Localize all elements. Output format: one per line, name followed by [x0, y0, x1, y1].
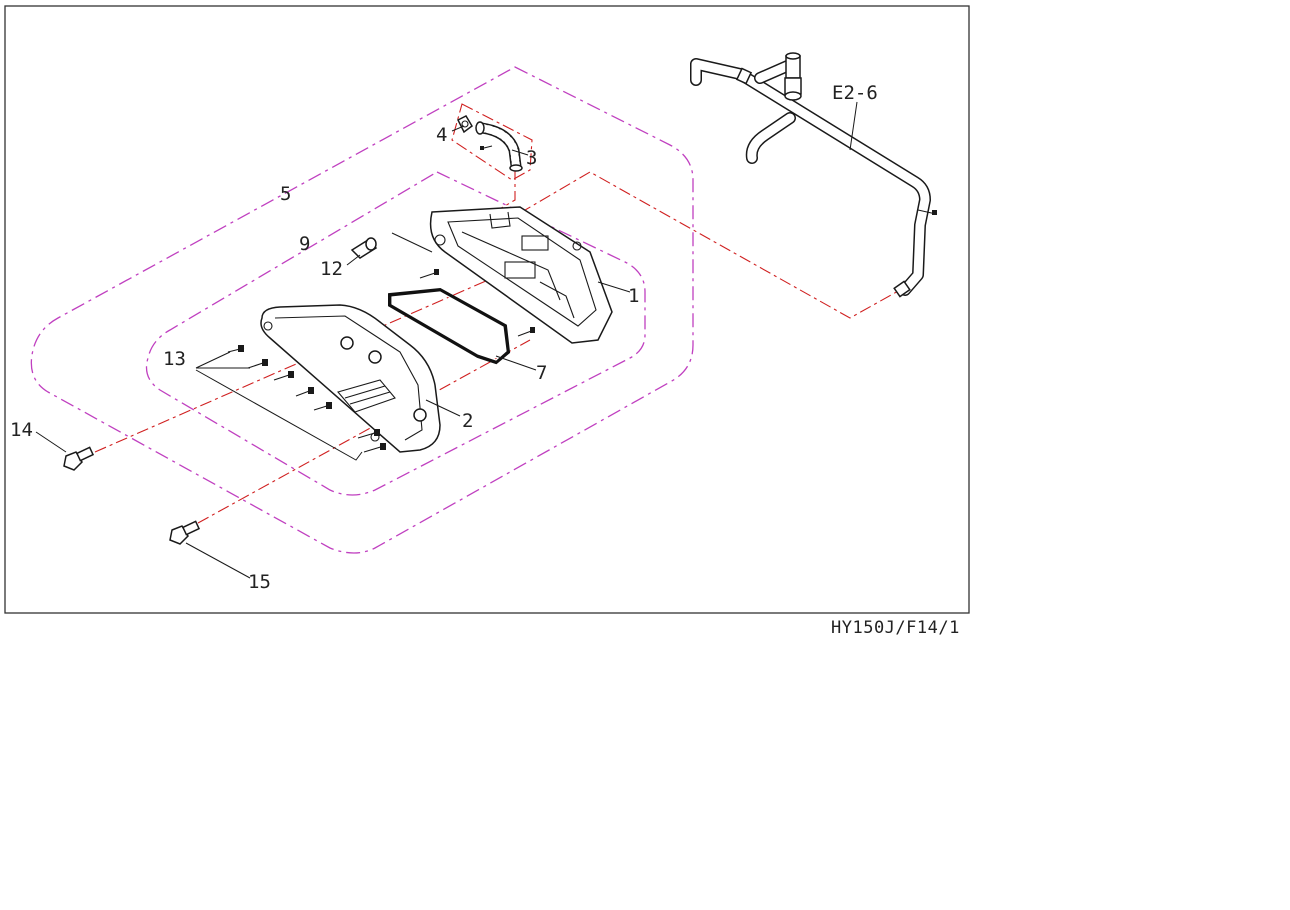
callout-5: 5 [280, 183, 291, 205]
assembly-axis-e2-6 [519, 171, 901, 319]
clip-group-outline [451, 103, 533, 181]
callout-9: 9 [299, 233, 310, 255]
seal-ring [388, 287, 511, 365]
assembly-axis-15 [197, 339, 531, 524]
callout-7: 7 [536, 362, 547, 384]
callout-12: 12 [320, 258, 343, 280]
callout-1: 1 [628, 285, 639, 307]
hose-clip [456, 115, 493, 150]
callout-labels: 1 2 3 4 5 7 9 12 13 14 15 E2-6 [10, 82, 878, 593]
bolt-14 [63, 446, 95, 471]
cover-screws [227, 269, 535, 453]
callout-14: 14 [10, 419, 33, 441]
callout-4: 4 [436, 124, 447, 146]
assembly-axis-3 [497, 168, 516, 211]
breather-pipe-assembly [690, 52, 937, 298]
breather-tube [475, 121, 523, 172]
drawing-frame [4, 5, 970, 614]
group-boundary-outer [30, 66, 694, 554]
callout-15: 15 [248, 571, 271, 593]
callout-2: 2 [462, 410, 473, 432]
air-cleaner-case [429, 206, 613, 344]
callout-13: 13 [163, 348, 186, 370]
callout-3: 3 [526, 147, 537, 169]
cleaner-cover [260, 304, 441, 453]
group-boundary-inner [145, 171, 646, 496]
collar [350, 237, 378, 259]
leader-lines [35, 101, 858, 579]
document-code: HY150J/F14/1 [831, 618, 960, 638]
reference-label: E2-6 [832, 82, 878, 104]
bolt-15 [169, 520, 201, 545]
